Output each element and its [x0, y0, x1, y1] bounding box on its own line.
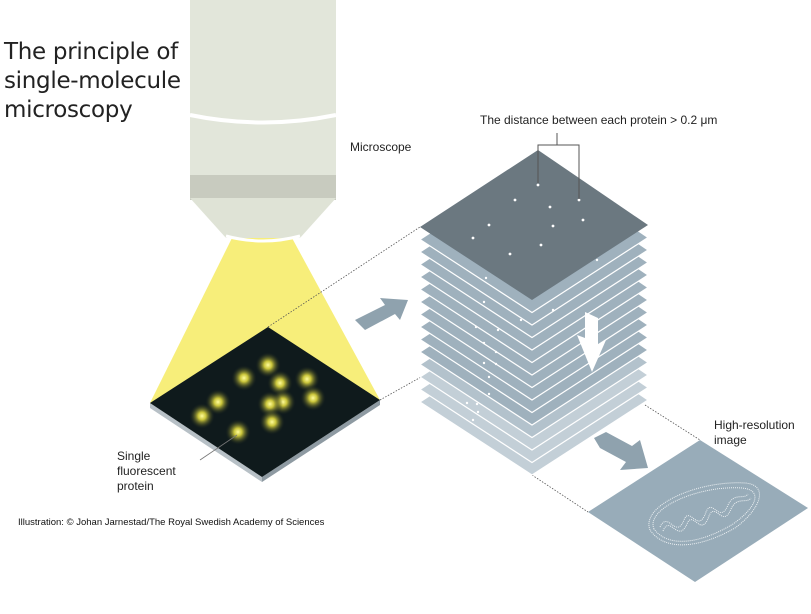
protein-label: Single fluorescent protein — [117, 449, 176, 494]
stack-top-layer — [420, 150, 648, 300]
protein-dot — [482, 361, 486, 365]
projection-lines — [267, 226, 701, 513]
protein-dot — [476, 410, 480, 414]
protein-dot — [494, 350, 498, 354]
protein-dot — [519, 318, 523, 322]
distance-bracket — [537, 133, 580, 199]
distance-label: The distance between each protein > 0.2 … — [480, 113, 718, 127]
protein-dot — [496, 328, 500, 332]
protein-dot — [539, 243, 543, 247]
page-title: The principle of single-molecule microsc… — [4, 38, 181, 125]
arrow-down-icon — [577, 312, 606, 372]
image-stack — [418, 150, 650, 476]
arrow-to-stack-icon — [355, 298, 408, 330]
protein-dot — [581, 218, 585, 222]
protein-dot — [471, 418, 475, 422]
protein-dot — [487, 375, 491, 379]
protein-dot — [577, 198, 581, 202]
protein-dot — [551, 308, 555, 312]
high-res-label: High-resolution image — [714, 418, 795, 448]
fluorescent-protein — [300, 385, 326, 411]
high-res-label-line: image — [714, 433, 747, 447]
light-cone — [150, 238, 380, 403]
protein-dot — [595, 258, 599, 262]
high-res-label-line: High-resolution — [714, 418, 795, 432]
protein-dot — [482, 341, 486, 345]
protein-dot — [508, 252, 512, 256]
protein-label-line: protein — [117, 479, 154, 493]
microscope — [189, 0, 337, 243]
protein-leader-line — [199, 434, 238, 461]
protein-dot — [548, 205, 552, 209]
sample-slide — [150, 327, 380, 482]
title-line: The principle of — [4, 39, 178, 65]
protein-dot — [471, 236, 475, 240]
microscope-label: Microscope — [350, 140, 412, 154]
fluorescent-protein — [189, 403, 215, 429]
protein-dot — [482, 300, 486, 304]
fluorescent-protein — [231, 365, 257, 391]
fluorescent-protein — [259, 409, 285, 435]
protein-dot — [484, 276, 488, 280]
protein-dot — [513, 198, 517, 202]
protein-label-line: Single — [117, 449, 151, 463]
title-line: single-molecule — [4, 68, 181, 94]
protein-label-line: fluorescent — [117, 464, 176, 478]
arrow-to-image-icon — [594, 432, 648, 470]
fluorescent-protein — [225, 419, 251, 445]
credit: Illustration: © Johan Jarnestad/The Roya… — [18, 517, 325, 528]
protein-dot — [475, 402, 479, 406]
protein-dot — [474, 325, 478, 329]
protein-dot — [494, 362, 498, 366]
protein-dot — [487, 392, 491, 396]
protein-dot — [536, 183, 540, 187]
high-resolution-image — [588, 440, 808, 582]
protein-dot — [551, 224, 555, 228]
protein-dot — [465, 401, 469, 405]
title-line: microscopy — [4, 97, 133, 123]
protein-dot — [487, 223, 491, 227]
